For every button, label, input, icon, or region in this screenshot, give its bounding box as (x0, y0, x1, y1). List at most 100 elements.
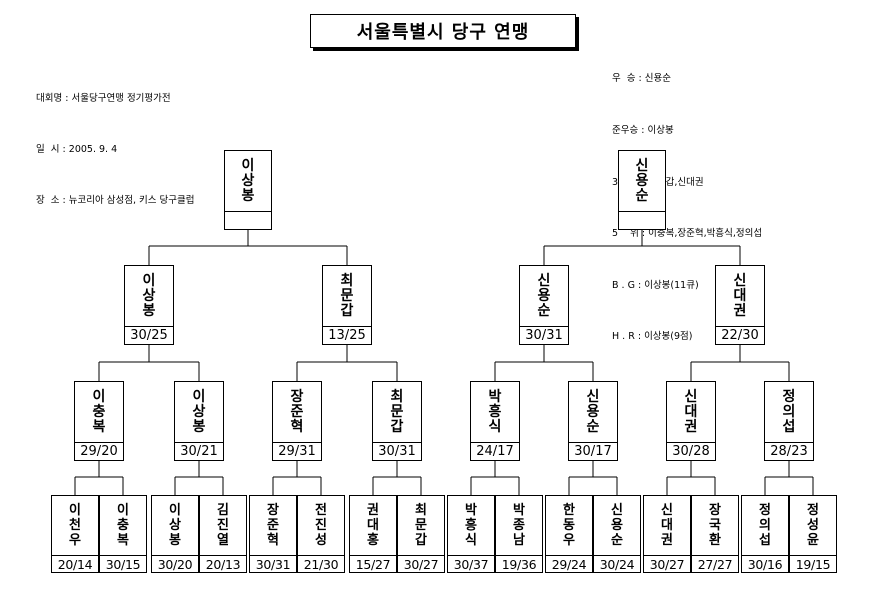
result-value: 최문갑,신대권 (648, 176, 704, 188)
result-label: B . G (612, 279, 635, 291)
player-score: 30/21 (175, 442, 223, 460)
info-value: 서울당구연맹 정기평가전 (71, 93, 171, 104)
player-score: 28/23 (765, 442, 813, 460)
player-score: 30/31 (373, 442, 421, 460)
player-score: 30/15 (100, 555, 146, 572)
player-score: 19/15 (790, 555, 836, 572)
player-score: 21/30 (298, 555, 344, 572)
result-value: 이상봉(11큐) (644, 279, 699, 291)
result-label: H . R (612, 331, 635, 343)
result-label: 5 위 (612, 228, 639, 240)
info-value: 2005. 9. 4 (68, 144, 118, 155)
result-row-winner: 우 승 : 신용순 (612, 73, 672, 85)
result-value: 신용순 (644, 73, 672, 85)
info-row-date: 일 시 : 2005. 9. 4 (36, 144, 118, 155)
player-score: 13/25 (323, 326, 371, 344)
result-value: 이상봉 (647, 125, 674, 137)
player-score: 20/13 (200, 555, 246, 572)
info-row-event: 대회명 : 서울당구연맹 정기평가전 (36, 93, 171, 104)
player-score: 30/17 (569, 442, 617, 460)
player-score: 30/31 (520, 326, 568, 344)
result-row-high-run: H . R : 이상봉(9점) (612, 331, 693, 343)
player-score: 30/31 (250, 555, 296, 572)
player-score: 20/14 (52, 555, 98, 572)
results-summary: 우 승 : 신용순 준우승 : 이상봉 3 위 : 최문갑,신대권 5 위 : … (612, 36, 762, 363)
player-score: 15/27 (350, 555, 396, 572)
tournament-info: 대회명 : 서울당구연맹 정기평가전 일 시 : 2005. 9. 4 장 소 … (36, 56, 194, 226)
player-score: 19/36 (496, 555, 542, 572)
player-score: 24/17 (471, 442, 519, 460)
result-value: 이상봉(9점) (644, 331, 693, 343)
info-label: 대회명 (36, 93, 63, 104)
result-row-fifth: 5 위 : 이충복,장준혁,박흥식,정의섭 (612, 228, 763, 240)
player-score: 29/24 (546, 555, 592, 572)
player-score: 30/28 (667, 442, 715, 460)
player-score: 29/20 (75, 442, 123, 460)
info-value: 뉴코리아 삼성점, 키스 당구클럽 (68, 195, 195, 206)
info-label: 일 시 (36, 144, 60, 155)
player-score: 30/27 (398, 555, 444, 572)
result-label: 우 승 (612, 73, 636, 85)
player-score: 29/31 (273, 442, 321, 460)
player-score: 30/27 (644, 555, 690, 572)
result-value: 이충복,장준혁,박흥식,정의섭 (648, 228, 763, 240)
page-title: 서울특별시 당구 연맹 (310, 14, 576, 48)
player-score: 30/24 (594, 555, 640, 572)
result-label: 준우승 (612, 125, 639, 137)
info-label: 장 소 (36, 195, 60, 206)
result-row-runner-up: 준우승 : 이상봉 (612, 125, 674, 137)
